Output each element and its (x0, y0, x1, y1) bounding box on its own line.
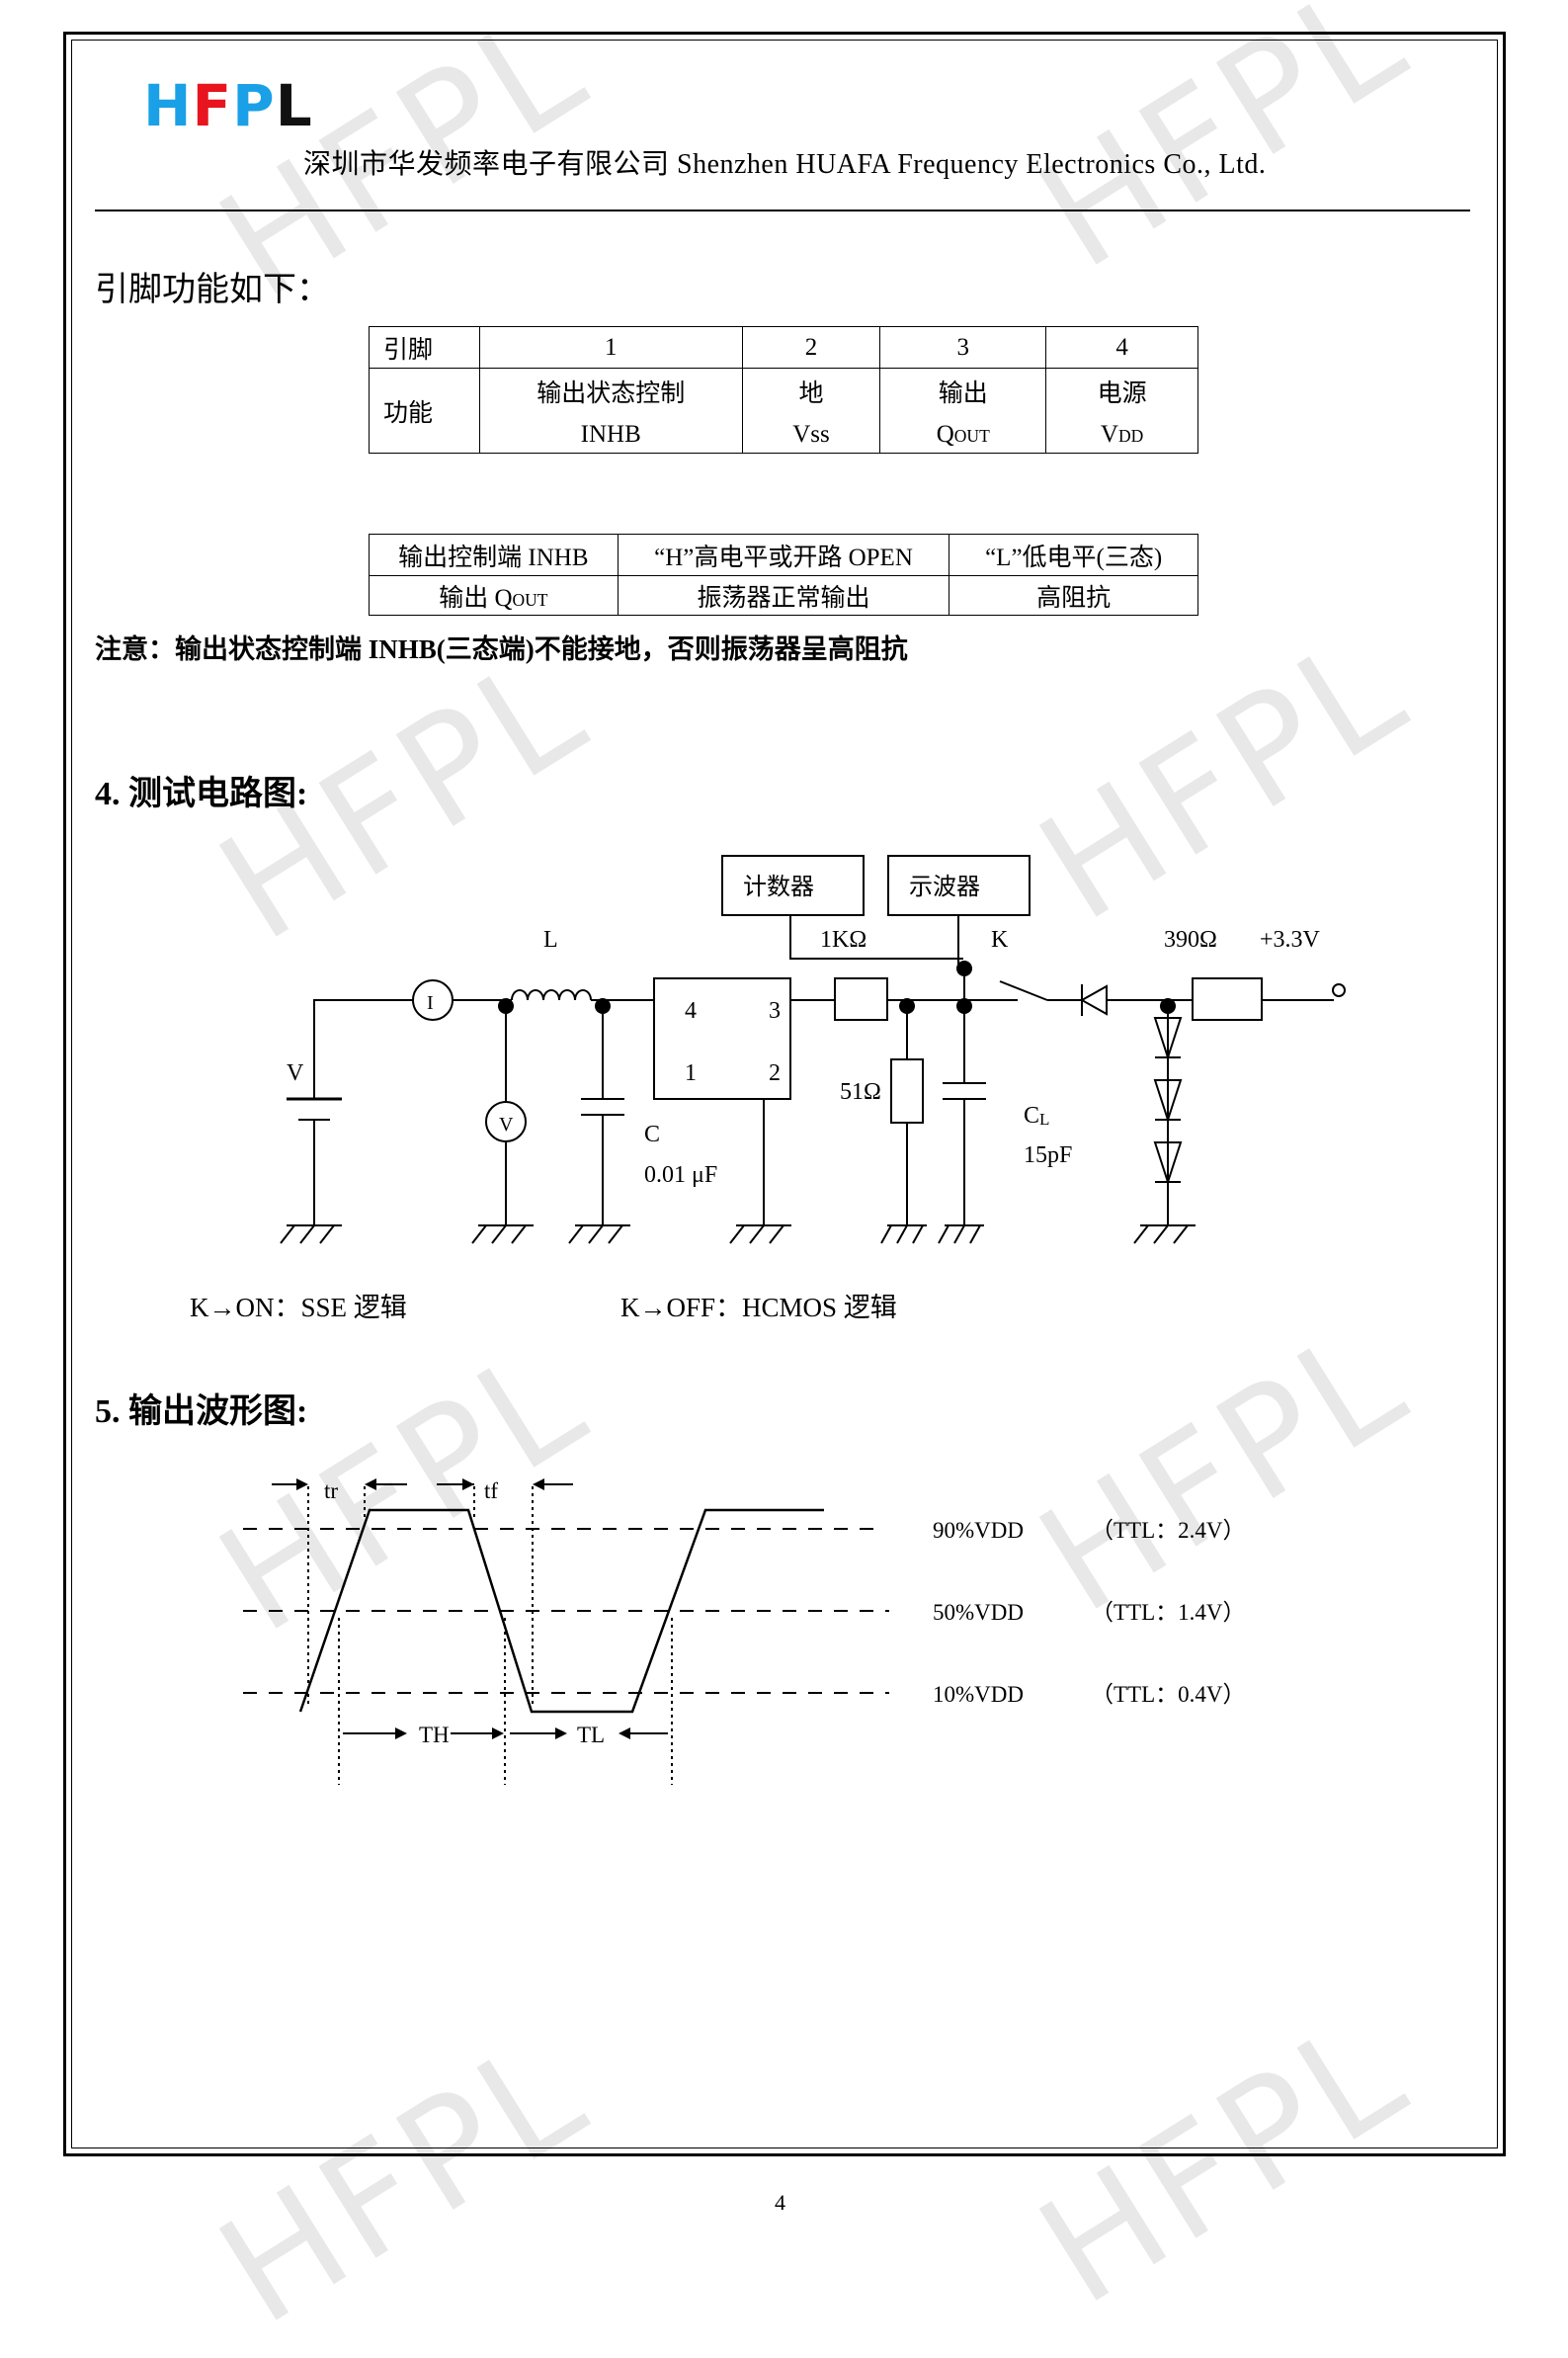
pin-section-title: 引脚功能如下： (95, 272, 330, 308)
test-circuit-diagram: 计数器 示波器 L 1KΩ K 390Ω +3.3V V I V 4 3 1 2… (190, 855, 1346, 1322)
pin1-label: 1 (685, 1060, 697, 1086)
inhb-header-row: 输出控制端 INHB “H”高电平或开路 OPEN “L”低电平(三态) (369, 534, 1198, 576)
inhb-output-row: 输出 QOUT 振荡器正常输出 高阻抗 (369, 575, 1198, 616)
low-time-label: TL (577, 1723, 605, 1747)
counter-label: 计数器 (743, 874, 814, 900)
switch-k-label: K (991, 927, 1009, 953)
supply-label: +3.3V (1260, 927, 1321, 953)
pin4-label: 4 (685, 998, 697, 1024)
counter-box (721, 855, 865, 916)
page-border-outer (63, 32, 1506, 2156)
inhb-header-cell: “H”高电平或开路 OPEN (617, 534, 950, 576)
scope-label: 示波器 (909, 874, 980, 900)
k-on-caption: K→ON：SSE 逻辑 (190, 1293, 407, 1322)
inhb-output-cell: 高阻抗 (949, 575, 1198, 616)
fall-time-label: tf (484, 1478, 498, 1503)
pin-row: 引脚 1 2 3 4 (369, 326, 1198, 369)
level-90-label: 90%VDD (933, 1518, 1024, 1543)
battery-label: V (287, 1060, 304, 1086)
company-logo: HFPL (143, 72, 313, 139)
load-capacitor-label: CL (1024, 1103, 1049, 1129)
level-50-label: 50%VDD (933, 1600, 1024, 1625)
inhb-note: 注意：输出状态控制端 INHB(三态端)不能接地，否则振荡器呈高阻抗 (95, 634, 908, 664)
function-label: 功能 (369, 368, 480, 454)
inhb-output-label: 输出 QOUT (369, 575, 619, 616)
high-time-label: TH (419, 1723, 450, 1747)
level-50-ttl: （TTL：1.4V） (1091, 1600, 1246, 1625)
company-name: 深圳市华发频率电子有限公司 Shenzhen HUAFA Frequency E… (303, 149, 1267, 180)
load-capacitor-value: 15pF (1024, 1142, 1072, 1168)
level-10-label: 10%VDD (933, 1682, 1024, 1707)
inhb-header-cell: “L”低电平(三态) (949, 534, 1198, 576)
circuit-section-title: 4. 测试电路图: (95, 776, 308, 812)
resistor-1k-label: 1KΩ (820, 927, 867, 953)
capacitor-value: 0.01 μF (644, 1162, 717, 1188)
page-number: 4 (775, 2190, 785, 2215)
ammeter-label: I (427, 992, 434, 1014)
resistor-390-label: 390Ω (1164, 927, 1217, 953)
k-off-caption: K→OFF：HCMOS 逻辑 (620, 1293, 897, 1322)
pin3-label: 3 (769, 998, 781, 1024)
ground-symbol (280, 1224, 1196, 1244)
inhb-header-cell: 输出控制端 INHB (369, 534, 619, 576)
inductor-label: L (543, 927, 558, 953)
voltmeter-label: V (499, 1114, 514, 1136)
pin-number: 4 (1045, 326, 1198, 369)
level-90-ttl: （TTL：2.4V） (1091, 1518, 1246, 1543)
waveform-section-title: 5. 输出波形图: (95, 1393, 308, 1430)
pin-number: 2 (741, 326, 881, 369)
header-divider (95, 210, 1470, 211)
page-border-inner (71, 40, 1498, 2148)
resistor-51-label: 51Ω (840, 1079, 881, 1105)
inhb-output-cell: 振荡器正常输出 (617, 575, 950, 616)
pin2-label: 2 (769, 1060, 781, 1086)
rise-time-label: tr (324, 1478, 338, 1503)
capacitor-label: C (644, 1122, 660, 1147)
level-10-ttl: （TTL：0.4V） (1091, 1682, 1246, 1707)
inhb-table: 输出控制端 INHB “H”高电平或开路 OPEN “L”低电平(三态) 输出 … (369, 534, 1198, 616)
output-waveform-diagram: tr tf TH TL 90%VDD （TTL：2.4V） 50%VDD （TT… (243, 1478, 1246, 1785)
